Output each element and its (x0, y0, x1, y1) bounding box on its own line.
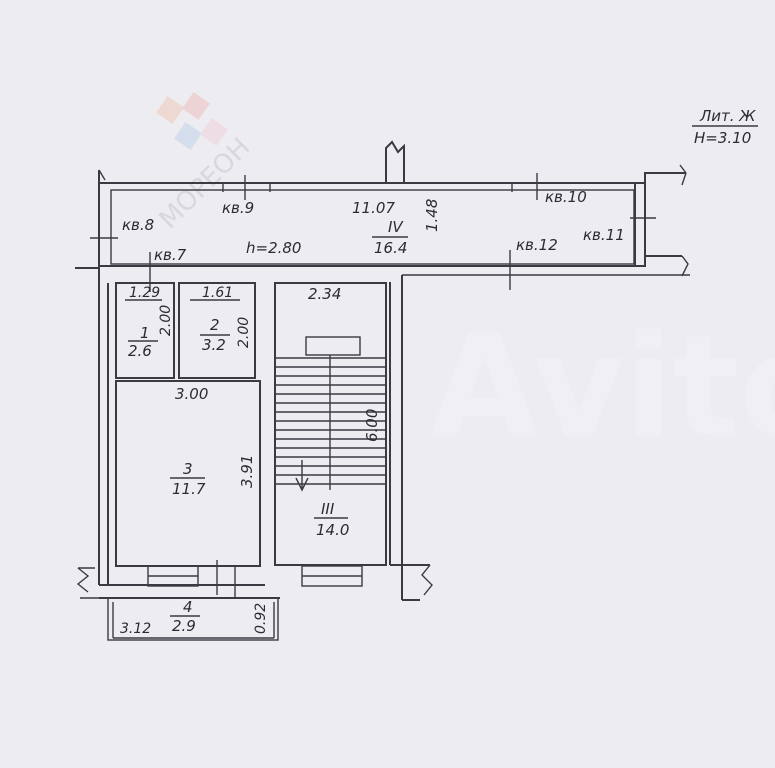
room-1-number: 1 (140, 324, 150, 342)
apt-label-11: кв.11 (583, 226, 625, 244)
watermark-right-text: Avito (430, 306, 775, 469)
apt-label-10: кв.10 (545, 188, 587, 206)
title-block: Лит. Ж H=3.10 (692, 107, 758, 147)
corridor-walls (90, 140, 689, 292)
stairwell-number: III (321, 500, 335, 518)
room-2-number: 2 (210, 316, 220, 334)
room-3-dim-side: 3.91 (238, 455, 256, 488)
room-4-number: 4 (183, 598, 193, 616)
stairwell (274, 282, 387, 587)
room-3 (115, 380, 261, 595)
room-1-area: 2.6 (128, 342, 152, 360)
corridor-number: IV (388, 218, 404, 236)
stairwell-dim-top: 2.34 (308, 285, 341, 303)
stair-arrow (295, 460, 309, 492)
apt-label-7: кв.7 (154, 246, 187, 264)
stairwell-dim-side: 6.00 (363, 409, 381, 442)
room-1-dim-top: 1.29 (129, 285, 160, 301)
room-1-dim-side: 2.00 (158, 305, 174, 336)
apt-label-9: кв.9 (222, 199, 254, 217)
room-4-dim-side: 0.92 (253, 603, 269, 634)
title-line-1: Лит. Ж (699, 107, 756, 125)
room-3-dim-top: 3.00 (175, 385, 208, 403)
apt-label-12: кв.12 (516, 236, 558, 254)
room-2-dim-top: 1.61 (202, 285, 233, 301)
room-2-area: 3.2 (202, 336, 226, 354)
corridor-area: 16.4 (374, 239, 407, 257)
room-4-dim-left: 3.12 (120, 621, 151, 637)
room-1 (115, 282, 175, 379)
stair-steps (276, 357, 385, 485)
room-3-area: 11.7 (172, 480, 206, 498)
room-2-dim-side: 2.00 (236, 317, 252, 348)
apt-label-8: кв.8 (122, 216, 154, 234)
stairwell-area: 14.0 (316, 521, 349, 539)
corridor-width: 1.48 (423, 199, 441, 232)
room-2 (178, 282, 256, 379)
corridor-length: 11.07 (352, 199, 395, 217)
title-line-2: H=3.10 (694, 129, 751, 147)
room-3-number: 3 (183, 460, 193, 478)
room-4-area: 2.9 (172, 617, 196, 635)
room-4 (107, 566, 279, 641)
corridor-height: h=2.80 (246, 239, 301, 257)
watermark-logo (156, 92, 228, 150)
